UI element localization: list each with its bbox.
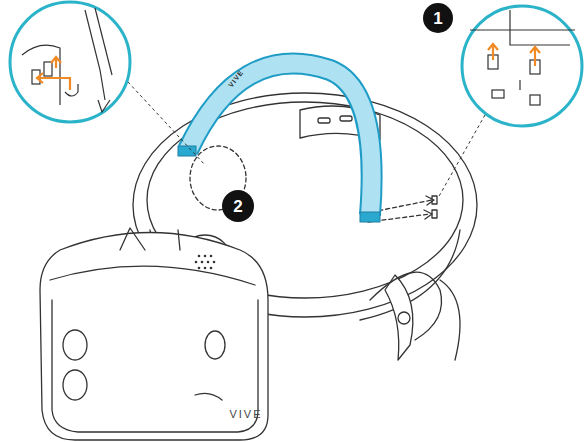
brand-mark: VIVE xyxy=(229,408,262,420)
callout-number: 1 xyxy=(433,10,442,27)
callout-number: 2 xyxy=(233,198,242,215)
